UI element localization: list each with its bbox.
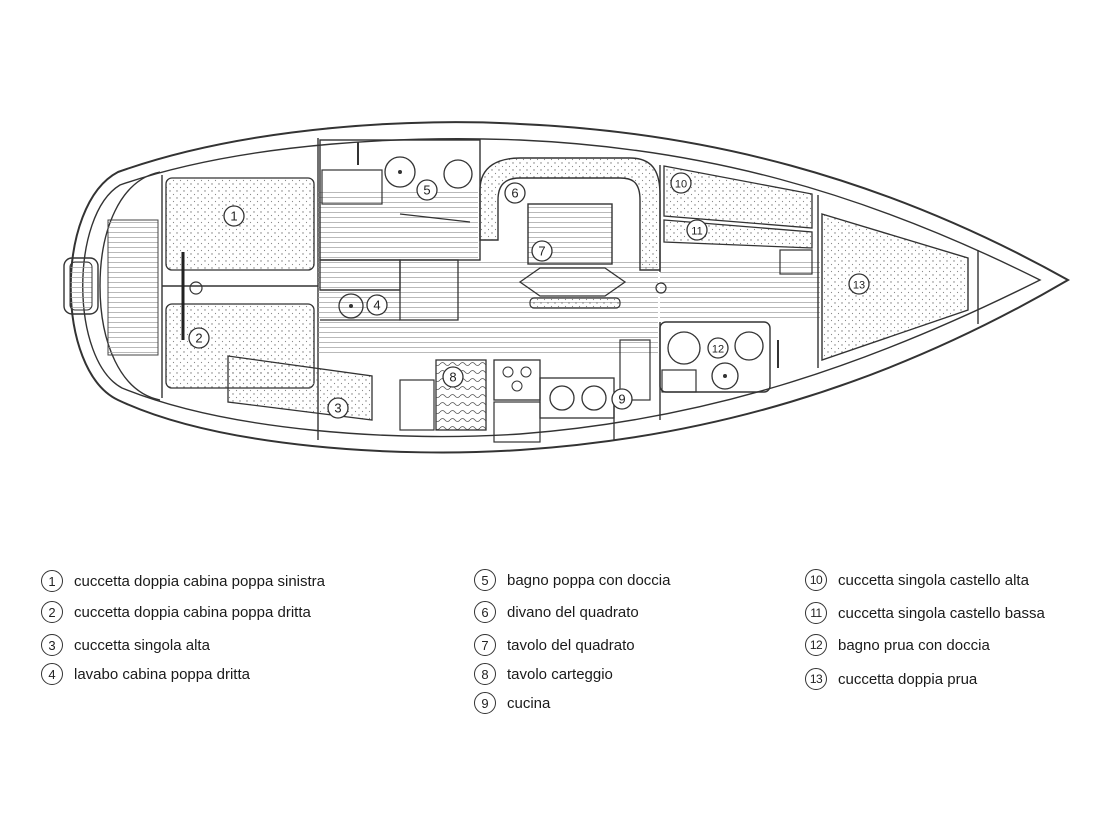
legend-text: tavolo carteggio xyxy=(507,665,613,683)
plan-marker-3: 3 xyxy=(327,397,349,419)
hull-outline xyxy=(69,121,1071,454)
legend-text: lavabo cabina poppa dritta xyxy=(74,665,250,683)
washbasin-aft xyxy=(338,293,364,319)
plan-marker-label: 6 xyxy=(511,186,518,201)
saloon-settee xyxy=(479,157,661,271)
plan-marker-5: 5 xyxy=(416,179,438,201)
legend-text: cuccetta singola castello alta xyxy=(838,571,1029,589)
legend-text: cuccetta singola castello bassa xyxy=(838,604,1045,622)
plan-marker-label: 2 xyxy=(195,331,202,346)
berth-forward xyxy=(821,213,969,361)
legend-item-4: 4 lavabo cabina poppa dritta xyxy=(41,661,250,687)
plan-marker-7: 7 xyxy=(531,240,553,262)
legend-item-9: 9 cucina xyxy=(474,690,550,716)
plan-marker-6: 6 xyxy=(504,182,526,204)
aft-step xyxy=(63,257,99,315)
legend-text: tavolo del quadrato xyxy=(507,636,635,654)
plan-marker-10: 10 xyxy=(670,172,692,194)
legend-text: divano del quadrato xyxy=(507,603,639,621)
hull-inner xyxy=(82,138,1042,438)
legend-number: 5 xyxy=(474,569,496,591)
plan-marker-label: 1 xyxy=(230,209,237,224)
plan-marker-label: 11 xyxy=(691,226,702,238)
legend-text: cuccetta doppia cabina poppa sinistra xyxy=(74,572,326,590)
legend-item-6: 6 divano del quadrato xyxy=(474,599,639,625)
legend-item-2: 2 cuccetta doppia cabina poppa dritta xyxy=(41,599,311,625)
plan-marker-13: 13 xyxy=(848,273,870,295)
transom xyxy=(99,171,161,401)
legend-text: cuccetta singola alta xyxy=(74,636,210,654)
forward-head xyxy=(659,321,771,393)
plan-marker-label: 12 xyxy=(712,344,724,356)
legend-item-5: 5 bagno poppa con doccia xyxy=(474,567,670,593)
plan-marker-label: 13 xyxy=(853,280,865,292)
plan-marker-12: 12 xyxy=(707,337,729,359)
legend-text: cuccetta doppia prua xyxy=(838,670,978,688)
legend-number: 13 xyxy=(805,668,827,690)
legend-text: cucina xyxy=(507,694,551,712)
legend-number: 8 xyxy=(474,663,496,685)
plan-marker-4: 4 xyxy=(366,294,388,316)
berth-single-upper xyxy=(227,355,373,421)
legend-item-8: 8 tavolo carteggio xyxy=(474,661,613,687)
legend-item-10: 10 cuccetta singola castello alta xyxy=(805,567,1029,593)
plan-marker-2: 2 xyxy=(188,327,210,349)
bunk-upper xyxy=(663,165,813,229)
plan-marker-label: 7 xyxy=(538,244,545,259)
plan-marker-label: 9 xyxy=(618,392,625,407)
legend-number: 9 xyxy=(474,692,496,714)
legend-number: 1 xyxy=(41,570,63,592)
plan-marker-label: 10 xyxy=(675,179,687,191)
legend-text: bagno prua con doccia xyxy=(838,636,990,654)
legend-number: 12 xyxy=(805,634,827,656)
legend-number: 2 xyxy=(41,601,63,623)
legend-number: 7 xyxy=(474,634,496,656)
legend-text: bagno poppa con doccia xyxy=(507,571,671,589)
plan-marker-1: 1 xyxy=(223,205,245,227)
legend-item-3: 3 cuccetta singola alta xyxy=(41,632,210,658)
legend-number: 6 xyxy=(474,601,496,623)
plan-marker-label: 5 xyxy=(423,183,430,198)
galley-stove xyxy=(493,359,541,401)
plan-marker-label: 8 xyxy=(449,370,456,385)
legend-item-13: 13 cuccetta doppia prua xyxy=(805,666,977,692)
plan-marker-8: 8 xyxy=(442,366,464,388)
legend-number: 10 xyxy=(805,569,827,591)
legend-text: cuccetta doppia cabina poppa dritta xyxy=(74,603,311,621)
legend-item-1: 1 cuccetta doppia cabina poppa sinistra xyxy=(41,568,325,594)
galley-sink-1 xyxy=(549,385,575,411)
legend-number: 11 xyxy=(805,602,827,624)
plan-marker-label: 3 xyxy=(334,401,341,416)
galley-sink-2 xyxy=(581,385,607,411)
legend-number: 3 xyxy=(41,634,63,656)
legend-item-7: 7 tavolo del quadrato xyxy=(474,632,635,658)
legend-item-11: 11 cuccetta singola castello bassa xyxy=(805,600,1045,626)
legend-number: 4 xyxy=(41,663,63,685)
plan-marker-label: 4 xyxy=(373,298,380,313)
legend-item-12: 12 bagno prua con doccia xyxy=(805,632,990,658)
plan-marker-11: 11 xyxy=(686,219,708,241)
aft-grating xyxy=(107,219,159,356)
plan-marker-9: 9 xyxy=(611,388,633,410)
